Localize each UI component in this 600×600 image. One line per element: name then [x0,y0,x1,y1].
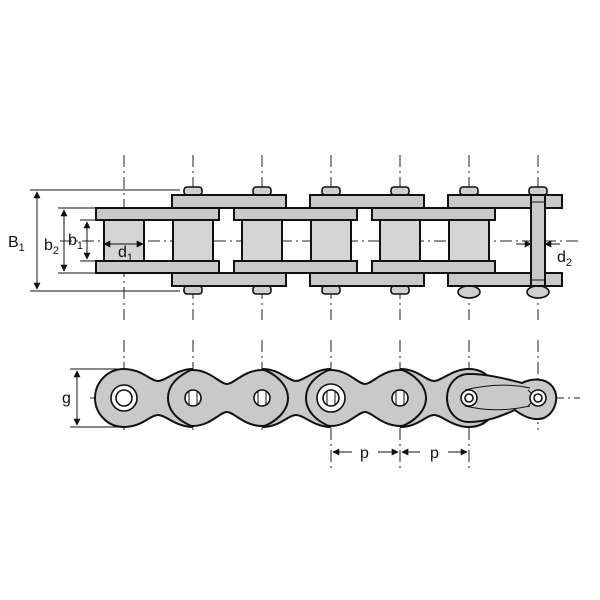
label-d1: d1 [118,244,133,264]
outer-plate [171,272,287,287]
label-g: g [62,390,71,407]
label-d2: d2 [557,249,572,269]
pin-end [184,389,202,407]
connecting-link-profile [445,372,558,424]
label-p-left: p [360,445,369,462]
holes [110,383,547,413]
pin-head [183,285,203,295]
label-b2: b2 [44,237,59,257]
outer-plate [171,194,287,209]
inner-plates-top [95,207,496,221]
inner-plate [371,207,496,221]
spring-clip [464,405,531,411]
inner-plate [233,260,358,274]
inner-plates-bottom [95,260,496,274]
pin-head [252,285,272,295]
pin-head [390,285,410,295]
outer-plate [309,194,425,209]
roller [379,219,421,262]
pin-center [464,393,474,403]
pin-center [533,393,543,403]
inner-plate-profile [93,367,194,429]
pin-heads-bottom [183,285,550,299]
bushing-bore [115,389,133,407]
pin-head [526,285,550,299]
pin-head [252,186,272,196]
inner-plate [95,207,220,221]
connecting-pin [530,194,546,287]
outer-plate [309,272,425,287]
outer-plates-top [171,194,563,209]
pin-head [457,285,481,299]
label-B1: B1 [8,234,25,254]
outer-plates-bottom [171,272,563,287]
side-view: g p p [62,340,580,470]
top-view: B1 b2 b1 d1 d2 [8,155,580,320]
pin-head [528,186,548,196]
label-p-right: p [430,445,439,462]
pin-end [391,389,409,407]
inner-plate-profile [261,368,332,428]
pin-head [390,186,410,196]
roller [241,219,283,262]
inner-plate [371,260,496,274]
top-dimensions [30,189,560,292]
side-dimensions [70,368,468,456]
pin-head [321,186,341,196]
outer-plate-profile [163,368,292,428]
spring-clip [464,384,531,391]
rollers [103,219,490,262]
inner-plate [95,260,220,274]
roller [310,219,352,262]
roller [448,219,490,262]
pin-head [183,186,203,196]
inner-plate [233,207,358,221]
roller [172,219,214,262]
pin-end [253,389,271,407]
pin-head [459,186,479,196]
label-b1: b1 [68,232,83,252]
pin-end [322,389,340,407]
pin-heads-top [183,186,548,196]
pin-head [321,285,341,295]
